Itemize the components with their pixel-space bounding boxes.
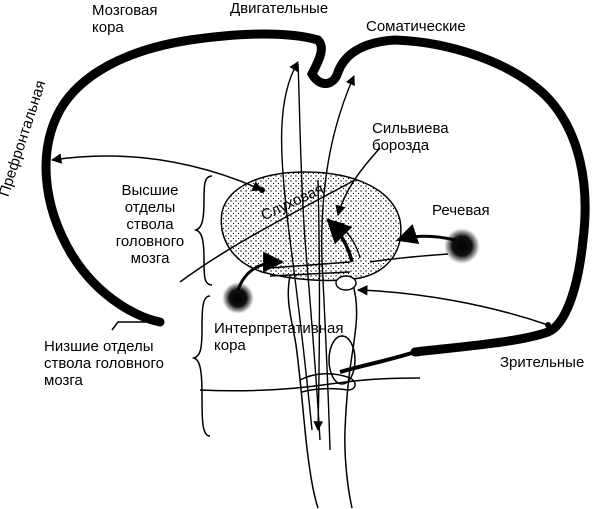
prefrontal-pathway <box>50 153 263 191</box>
connector-tube <box>269 261 351 277</box>
somatic-pathway <box>321 75 355 451</box>
brainstem-outline-right <box>344 281 358 509</box>
speech-pathway <box>396 224 456 244</box>
midbrain-oval <box>328 335 356 385</box>
cortex-frontal-base <box>111 321 160 331</box>
brace-lower <box>191 295 211 437</box>
auditory-thick-arrow <box>326 218 354 263</box>
interpretive-pathway <box>236 251 285 291</box>
label-brain-cortex: Мозговая кора <box>92 2 158 36</box>
sylvian-fissure-line <box>179 179 356 283</box>
motor-pathway-2 <box>297 63 321 441</box>
pons-band <box>299 373 356 393</box>
label-speech: Речевая <box>432 202 490 219</box>
label-motor: Двигательные <box>230 0 329 17</box>
auditory-thin-arrow <box>335 221 361 259</box>
interpretive-area <box>222 282 254 314</box>
lower-stem-curve <box>199 377 421 392</box>
label-lower-brainstem: Низшие отделы ствола головного мозга <box>44 338 164 389</box>
cortex-lower-edge <box>339 350 416 374</box>
label-interpretive-cortex: Интерпретативная кора <box>214 320 344 354</box>
speech-pathway-thin <box>369 253 449 263</box>
label-sylvian-fissure: Сильвиева борозда <box>372 120 449 154</box>
label-visual: Зрительные <box>500 354 585 371</box>
label-somatic: Соматические <box>366 18 466 35</box>
label-higher-brainstem: Высшие отделы ствола головного мозга <box>115 182 185 267</box>
descending-pathway <box>313 179 324 431</box>
cortex-outline <box>41 29 590 357</box>
speech-area <box>444 228 480 264</box>
brace-higher <box>193 175 213 286</box>
motor-pathway <box>280 61 313 431</box>
visual-pathway <box>356 285 549 326</box>
sylvian-arrow <box>335 147 381 217</box>
